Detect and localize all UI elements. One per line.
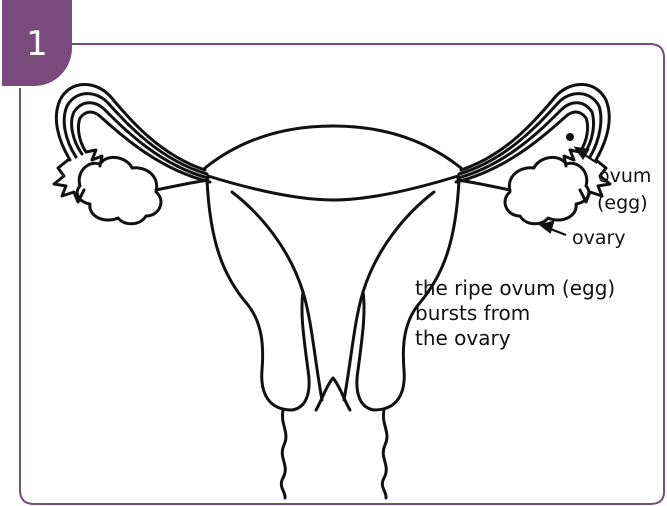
right-ligament bbox=[458, 180, 510, 190]
left-ligament bbox=[156, 180, 208, 190]
uterine-cavity bbox=[208, 176, 458, 200]
egg-label: (egg) bbox=[597, 192, 648, 215]
right-ovary bbox=[505, 157, 589, 223]
uterus-fundus bbox=[205, 126, 461, 168]
step-number-badge: 1 bbox=[2, 0, 72, 86]
caption-line-1: the ripe ovum (egg) bbox=[415, 276, 615, 301]
left-ovary bbox=[77, 157, 161, 223]
ovary-arrow-head bbox=[541, 222, 553, 232]
vagina-right bbox=[382, 410, 387, 498]
ovum-label: ovum bbox=[598, 165, 651, 188]
caption-line-3: the ovary bbox=[415, 326, 615, 351]
vagina-left bbox=[281, 410, 286, 498]
caption: the ripe ovum (egg) bursts from the ovar… bbox=[415, 276, 615, 351]
caption-line-2: bursts from bbox=[415, 301, 615, 326]
ovum-dot bbox=[566, 133, 574, 141]
ovary-label: ovary bbox=[572, 227, 626, 250]
